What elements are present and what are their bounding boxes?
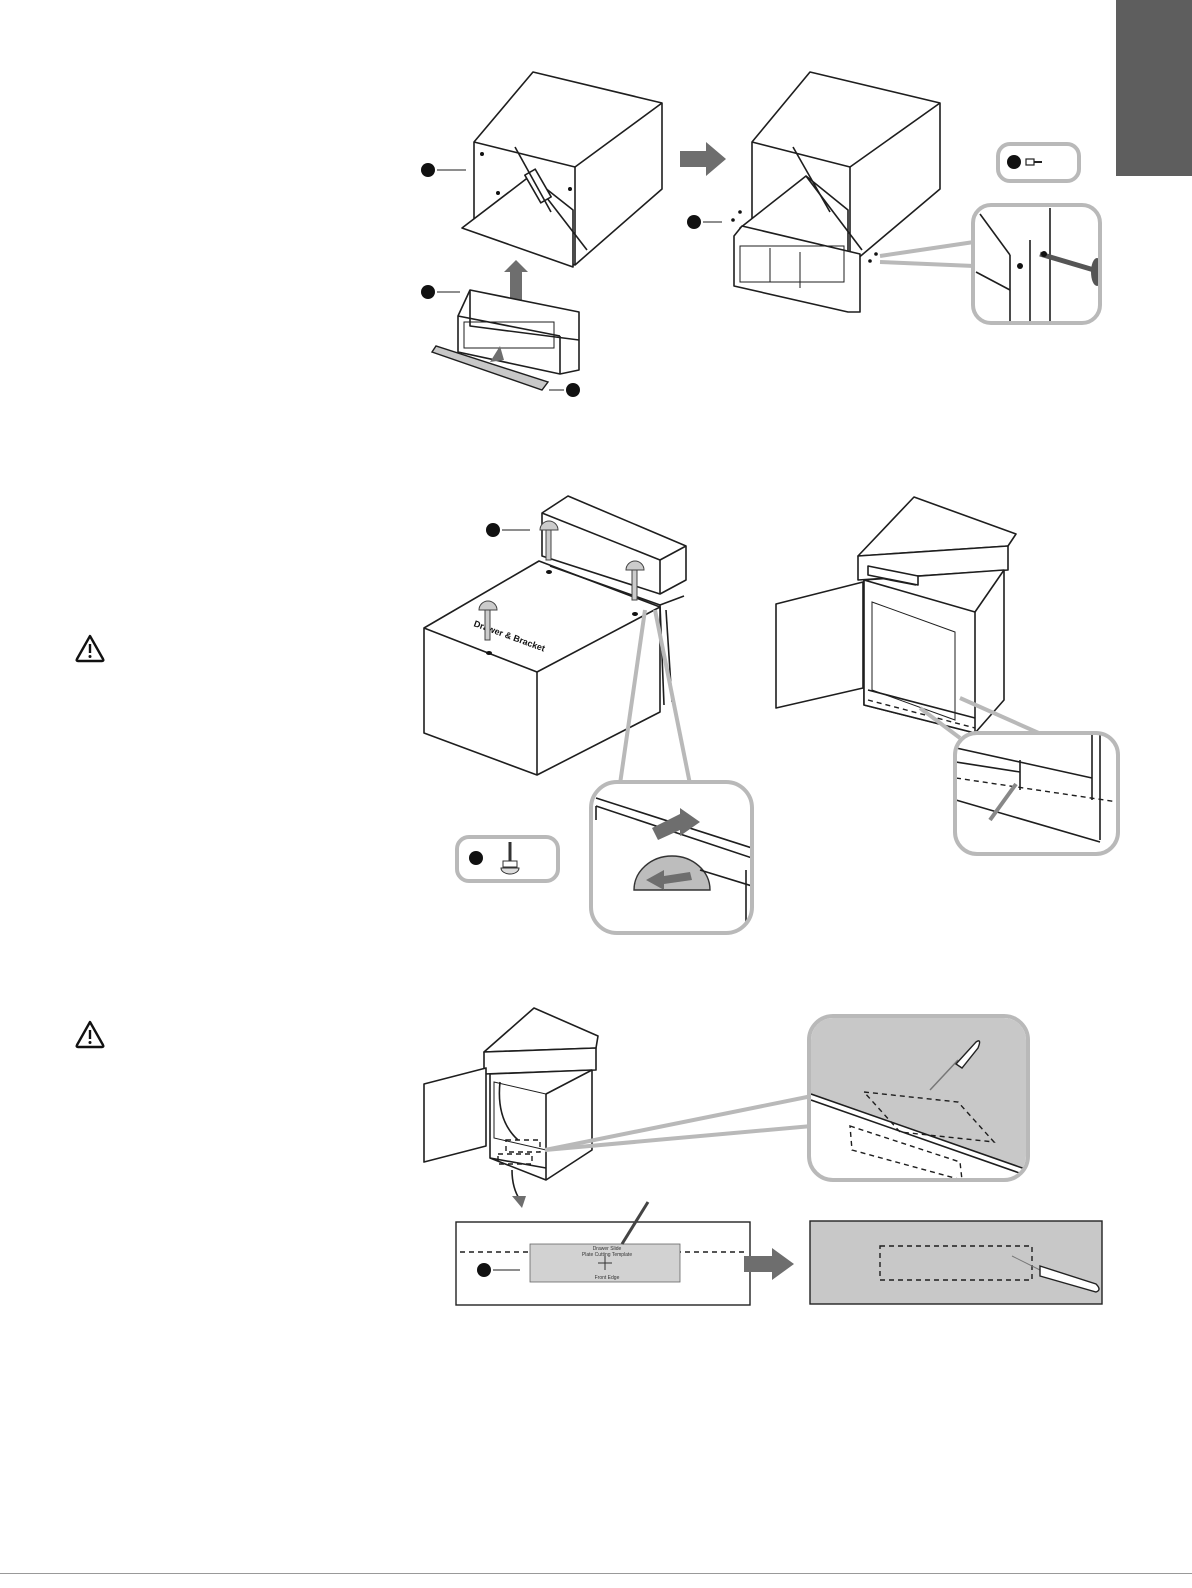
step-arrow xyxy=(680,142,726,176)
step2-figure-left: Drawer & Bracket xyxy=(424,496,686,775)
callout-marker xyxy=(421,163,435,177)
step1-figure-right xyxy=(687,72,940,312)
footer-rule xyxy=(0,1573,1192,1574)
step1-figure-left xyxy=(421,72,662,397)
step2-figure-right-cabinet xyxy=(776,497,1016,733)
template-label-2: Plate Cutting Template xyxy=(572,1252,642,1258)
step-arrow xyxy=(744,1248,794,1280)
step3-cut-result-panel xyxy=(810,1221,1102,1304)
step3-figure-cabinet xyxy=(424,1008,598,1208)
detail-zoom-baseboard xyxy=(955,733,1118,854)
template-label-3: Front Edge xyxy=(582,1275,632,1281)
